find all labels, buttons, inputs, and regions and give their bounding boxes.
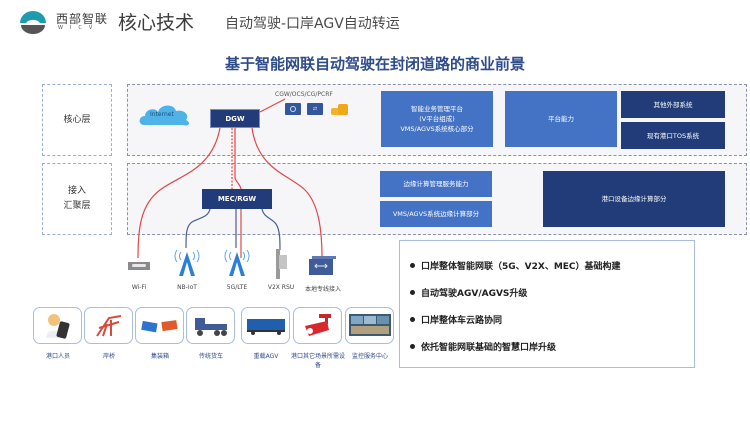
dgw-node: DGW (210, 109, 260, 128)
bullet-dot-icon (410, 317, 415, 322)
brand-name: 西部智联 (56, 12, 109, 26)
wifi-router-icon (128, 262, 150, 270)
worker-phone-icon (45, 313, 69, 339)
local-switch-icon (309, 256, 336, 275)
internet-cloud-icon (139, 105, 190, 126)
endpoint-label: 集装箱 (150, 353, 169, 360)
tile-container (135, 307, 184, 344)
device-label-nbiot: NB-IoT (177, 284, 197, 291)
bullet-item: 口岸整体智能网联（5G、V2X、MEC）基础构建 (410, 252, 684, 279)
server-icon (285, 103, 301, 115)
tile-agv (241, 307, 290, 344)
bullet-item: 口岸整体车云路协同 (410, 306, 684, 333)
endpoint-label: 传统货车 (198, 353, 223, 360)
gateway-icon: ⇄ (307, 103, 323, 115)
bullet-text: 自动驾驶AGV/AGVS升级 (421, 289, 528, 299)
tile-monitor-center (345, 307, 394, 344)
5g-tower-icon (224, 249, 250, 276)
device-label-wifi: Wi-Fi (131, 284, 147, 291)
bullet-text: 口岸整体智能网联（5G、V2X、MEC）基础构建 (421, 262, 621, 272)
container-icon (140, 319, 177, 332)
device-label-5g: 5G/LTE (226, 284, 248, 291)
prospects-bullet-list: 口岸整体智能网联（5G、V2X、MEC）基础构建 自动驾驶AGV/AGVS升级 … (399, 240, 695, 368)
vms-core-platform-box: 智能业务管理平台 (V平台组成) VMS/AGVS系统核心部分 (381, 91, 493, 147)
internet-label: Internet (150, 111, 174, 118)
tile-quay-crane (84, 307, 133, 344)
tile-port-staff (33, 307, 82, 344)
camera-icon (304, 313, 331, 336)
edge-mgmt-box: 边缘计算管理服务能力 (380, 171, 492, 197)
bullet-dot-icon (410, 263, 415, 268)
endpoint-label: 港口其它场景所需设备 (290, 353, 345, 369)
port-tos-system-box: 现有港口TOS系统 (621, 122, 725, 149)
access-layer-text-1: 接入 (67, 186, 86, 196)
bullet-item: 自动驾驶AGV/AGVS升级 (410, 279, 684, 306)
truck-icon (194, 317, 227, 336)
cgw-label: CGW/OCS/CG/PCRF (275, 91, 333, 98)
tile-truck (186, 307, 235, 344)
rsu-pole-icon (276, 249, 287, 279)
bullet-text: 口岸整体车云路协同 (421, 316, 503, 326)
core-layer-label: 核心层 (42, 84, 112, 156)
endpoint-label: 港口人员 (45, 353, 70, 360)
device-label-local-line: 本地专线接入 (304, 286, 341, 293)
mec-rgw-node: MEC/RGW (202, 189, 272, 209)
device-label-rsu: V2X RSU (267, 284, 295, 291)
brand-name-en: WICV (58, 25, 100, 31)
tile-camera (293, 307, 342, 344)
section-title: 核心技术 (118, 12, 195, 34)
diagram-title: 基于智能网联自动驾驶在封闭道路的商业前景 (224, 55, 525, 73)
bullet-text: 依托智能网联基础的智慧口岸升级 (421, 343, 557, 353)
database-icon (331, 104, 349, 115)
monitor-center-icon (348, 313, 391, 336)
quay-crane-icon (95, 314, 121, 337)
endpoint-label: 重载AGV (253, 353, 279, 360)
wicv-logo-icon (20, 11, 46, 34)
vms-box-line-1: 智能业务管理平台 (411, 105, 463, 113)
endpoint-label: 监控服务中心 (351, 353, 388, 360)
endpoint-label: 岸桥 (102, 353, 115, 360)
bullet-dot-icon (410, 344, 415, 349)
vms-box-line-2: (V平台组成) (419, 115, 455, 123)
access-layer-label: 接入 汇聚层 (42, 163, 112, 235)
platform-capability-box: 平台能力 (505, 91, 617, 147)
vms-box-line-3: VMS/AGVS系统核心部分 (400, 125, 474, 133)
bullet-dot-icon (410, 290, 415, 295)
core-layer-text: 核心层 (63, 114, 91, 125)
nbiot-tower-icon (174, 249, 200, 276)
external-systems-box: 其他外部系统 (621, 91, 725, 118)
bullet-item: 依托智能网联基础的智慧口岸升级 (410, 333, 684, 360)
edge-vms-box: VMS/AGVS系统边缘计算部分 (380, 201, 492, 227)
port-edge-box: 港口设备边缘计算部分 (543, 171, 725, 227)
access-layer-text-2: 汇聚层 (63, 201, 91, 211)
agv-icon (246, 318, 285, 335)
page-subtitle: 自动驾驶-口岸AGV自动转运 (225, 16, 400, 32)
